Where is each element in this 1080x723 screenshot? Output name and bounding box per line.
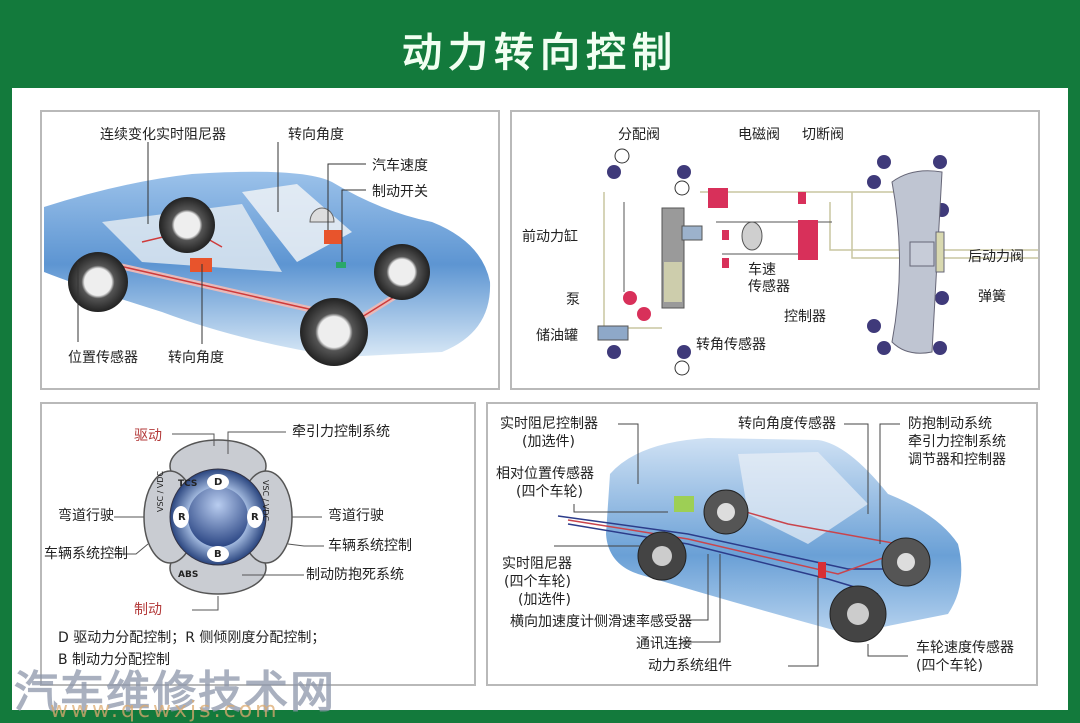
- label-rear-valve: 后动力阀: [968, 249, 1024, 265]
- sensor-block: [190, 258, 212, 272]
- panel-suv-systems: 实时阻尼控制器 (加选件) 相对位置传感器 (四个车轮) 实时阻尼器 (四个车轮…: [486, 402, 1038, 686]
- wheel-rear-right: [300, 298, 368, 366]
- tag-r-right: R: [251, 512, 259, 523]
- label-cornering-right: 弯道行驶: [328, 508, 384, 524]
- header-bar: 动力转向控制: [0, 0, 1080, 88]
- comm-module: [818, 562, 826, 578]
- label-solenoid-valve: 电磁阀: [738, 127, 780, 143]
- label-drive: 驱动: [134, 428, 162, 444]
- cutoff-valve: [798, 192, 806, 204]
- label-speed-sensor-1: 车速: [748, 262, 776, 278]
- label-abs-3: 调节器和控制器: [908, 452, 1006, 468]
- label-vehicle-speed: 汽车速度: [372, 158, 428, 174]
- label-abs-1: 防抱制动系统: [908, 416, 992, 432]
- panel-hydraulic-schematic: 分配阀 电磁阀 切断阀 前动力缸 车速 传感器 泵 储油罐 转角传感器 控制器 …: [510, 110, 1040, 390]
- label-angle-sensor: 转角传感器: [696, 337, 766, 353]
- car-illustration: [44, 142, 491, 366]
- label-rel-pos-1: 相对位置传感器: [496, 466, 594, 482]
- panel-control-modes: TCS ABS VSC / VDC VSC / VDC D R R B 驱动 牵…: [40, 402, 476, 686]
- controller-block: [798, 220, 818, 260]
- tag-b: B: [214, 549, 222, 560]
- label-steer-sensor: 转向角度传感器: [738, 416, 836, 432]
- page-title: 动力转向控制: [402, 30, 678, 76]
- label-front-cylinder: 前动力缸: [522, 229, 578, 245]
- tag-tcs: TCS: [178, 479, 198, 489]
- panel-car-sensors: 连续变化实时阻尼器 转向角度 汽车速度 制动开关 位置传感器 转向角度: [40, 110, 500, 390]
- label-speed-sensor-2: 传感器: [748, 279, 790, 295]
- label-steer-angle-top: 转向角度: [288, 127, 344, 143]
- damper-controller: [674, 496, 694, 512]
- label-powertrain: 动力系统组件: [648, 658, 732, 674]
- label-abs-2: 牵引力控制系统: [908, 434, 1006, 450]
- label-lateral-accel: 横向加速度计侧滑速率感受器: [510, 614, 692, 630]
- tag-r-left: R: [178, 512, 186, 523]
- label-wheel-speed-1: 车轮速度传感器: [916, 640, 1014, 656]
- label-brake: 制动: [134, 602, 162, 618]
- watermark-text: 汽车维修技术网: [14, 667, 336, 718]
- label-vehicle-control-right: 车辆系统控制: [328, 538, 412, 554]
- label-damper-ctrl-1: 实时阻尼控制器: [500, 416, 598, 432]
- label-position-sensor: 位置传感器: [68, 350, 138, 366]
- label-damper-ctrl-2: (加选件): [522, 434, 575, 450]
- legend-line-2: B 制动力分配控制: [58, 652, 171, 668]
- solenoid-valve: [708, 188, 728, 208]
- control-ring-diagram: [112, 431, 324, 611]
- label-controller: 控制器: [784, 309, 826, 325]
- label-brake-switch: 制动开关: [372, 184, 428, 200]
- wheel-front-left: [68, 252, 128, 312]
- suv-illustration: [554, 423, 962, 667]
- wheel-front-right: [374, 244, 430, 300]
- label-spring: 弹簧: [978, 289, 1006, 305]
- label-comm-link: 通讯连接: [636, 636, 692, 652]
- label-abs-system: 制动防抱死系统: [306, 567, 404, 583]
- label-cutoff-valve: 切断阀: [802, 127, 844, 143]
- reservoir: [597, 325, 629, 341]
- label-vehicle-control-left: 车辆系统控制: [44, 546, 128, 562]
- label-rel-pos-2: (四个车轮): [516, 484, 583, 500]
- label-tcs-system: 牵引力控制系统: [292, 424, 390, 440]
- label-reservoir: 储油罐: [536, 328, 578, 344]
- label-damper-3: (加选件): [518, 592, 571, 608]
- tag-abs: ABS: [178, 570, 199, 580]
- tag-vsc-left: VSC / VDC: [156, 470, 165, 512]
- label-damper-2: (四个车轮): [504, 574, 571, 590]
- label-damper-1: 实时阻尼器: [502, 556, 572, 572]
- label-steer-angle-bottom: 转向角度: [168, 350, 224, 366]
- tag-d: D: [214, 477, 223, 488]
- watermark-url: www.qcwxjs.com: [50, 698, 280, 723]
- label-pump: 泵: [566, 292, 580, 308]
- pump: [623, 291, 637, 305]
- label-distribution-valve: 分配阀: [618, 127, 660, 143]
- hydraulic-schematic: [597, 148, 1038, 376]
- legend-line-1: D 驱动力分配控制；R 侧倾刚度分配控制；: [58, 630, 326, 646]
- wheel-rear-left: [159, 197, 215, 253]
- label-wheel-speed-2: (四个车轮): [916, 658, 983, 674]
- label-damper: 连续变化实时阻尼器: [100, 127, 226, 143]
- label-cornering-left: 弯道行驶: [58, 508, 114, 524]
- tag-vsc-right: VSC / VDC: [261, 480, 270, 522]
